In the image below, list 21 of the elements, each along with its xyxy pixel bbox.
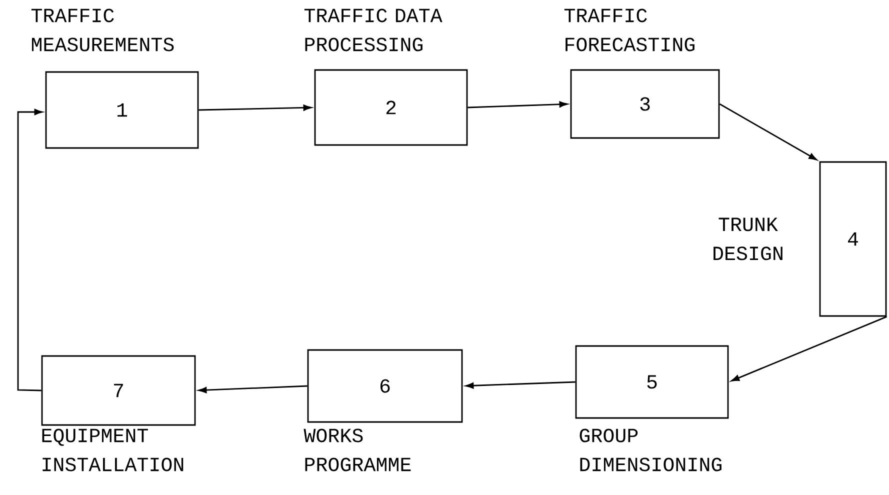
step-label: TRAFFIC MEASUREMENTS	[31, 8, 174, 52]
process-box: 5	[575, 345, 729, 419]
arrow	[17, 108, 43, 392]
arrow	[198, 385, 308, 394]
process-box: 2	[314, 69, 468, 146]
process-box: 4	[819, 161, 887, 317]
process-box: 7	[41, 355, 196, 426]
step-label: GROUP DIMENSIONING	[580, 428, 722, 472]
step-label: TRAFFIC DATA PROCESSING	[304, 8, 442, 52]
arrow	[731, 316, 887, 382]
step-label: TRUNK DESIGN	[714, 218, 782, 260]
arrow	[465, 381, 576, 389]
process-box: 6	[307, 349, 463, 423]
step-label: EQUIPMENT INSTALLATION	[42, 428, 184, 472]
process-box: 3	[570, 69, 720, 139]
step-label: TRAFFIC FORECASTING	[564, 8, 694, 52]
arrow	[468, 101, 568, 108]
step-label: WORKS PROGRAMME	[304, 428, 411, 472]
arrow	[198, 104, 312, 111]
arrow	[719, 103, 818, 160]
process-box: 1	[45, 71, 199, 149]
